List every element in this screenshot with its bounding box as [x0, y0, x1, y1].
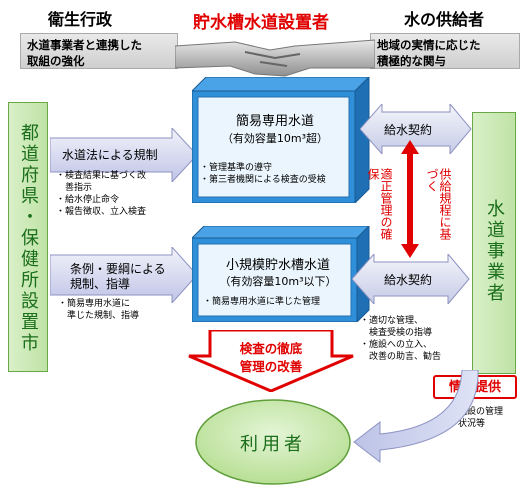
- lower-box-items: ・簡易専用水道に準じた管理: [203, 296, 320, 308]
- inspection-improvement-label: 検査の徹底 管理の改善: [222, 340, 320, 376]
- upper-box-capacity: （有効容量10m³超）: [221, 132, 329, 145]
- box-item: ・第三者機関による検査の受検: [200, 175, 326, 185]
- handshake-icon: [175, 39, 375, 77]
- note-line: ・施設への立入、: [360, 340, 433, 350]
- users-label: 利用者: [240, 434, 306, 455]
- box-item: ・管理基準の遵守: [200, 163, 273, 173]
- right-banner-line: 積極的な関与: [377, 54, 446, 68]
- supply-contract-lower-label: 給水契約: [384, 273, 433, 287]
- info-provision-notes: ・施設の管理 状況等: [449, 406, 503, 430]
- left-banner-line: 水道事業者と連携した: [27, 38, 142, 52]
- left-lower-label-line: 規制、指導: [70, 277, 131, 291]
- inspection-improvement-arrow: [188, 330, 354, 392]
- left-upper-arrow: [50, 128, 198, 182]
- note-line: ・検査結果に基づく改: [56, 171, 147, 181]
- water-utility-column-label: 水道事業者: [484, 198, 505, 304]
- left-header-banner: 水道事業者と連携した 取組の強化: [20, 33, 178, 69]
- note-line: ・適切な管理、: [360, 316, 424, 326]
- note-line: 改善の助言、勧告: [360, 352, 442, 362]
- left-upper-arrow-label: 水道法による規制: [62, 148, 158, 162]
- left-upper-notes: ・検査結果に基づく改 善指示 ・給水停止命令 ・報告徴収、立入検査: [56, 170, 146, 218]
- note-line: 検査受検の指導: [360, 328, 433, 338]
- prefecture-column: 都道府県・保健所設置市: [8, 102, 48, 372]
- note-line: ・報告徴収、立入検査: [56, 207, 147, 217]
- right-banner-line: 地域の実情に応じた: [377, 38, 481, 52]
- right-header-banner: 地域の実情に応じた 積極的な関与: [370, 33, 520, 69]
- utility-guidance-notes: ・適切な管理、 検査受検の指導 ・施設への立入、 改善の助言、勧告: [360, 315, 441, 363]
- note-line: 状況等: [449, 419, 486, 429]
- left-lower-arrow: [50, 247, 198, 303]
- upper-box-items: ・管理基準の遵守 ・第三者機関による検査の受検: [200, 162, 326, 186]
- bottom-arrow-line: 管理の改善: [239, 359, 303, 374]
- left-header-title: 衛生行政: [48, 10, 113, 29]
- left-banner-line: 取組の強化: [27, 54, 85, 68]
- water-utility-column: 水道事業者: [472, 112, 516, 374]
- users-ellipse: [195, 399, 351, 485]
- note-line: ・施設の管理: [449, 407, 504, 417]
- red-vertical-double-arrow: [401, 140, 419, 258]
- right-header-title: 水の供給者: [404, 10, 485, 29]
- info-flow-curved-arrow: [353, 370, 479, 464]
- supply-rules-label: 供給規程に基づく: [425, 168, 452, 240]
- note-line: ・簡易専用水道に: [58, 299, 131, 309]
- left-lower-arrow-label: 条例・要綱による 規制、指導: [70, 262, 166, 292]
- note-line: 善指示: [56, 183, 93, 193]
- note-line: ・給水停止命令: [56, 195, 120, 205]
- supply-contract-upper-label: 給水契約: [384, 123, 433, 137]
- small-water-tank-box: [192, 226, 370, 322]
- lower-box-capacity: （有効容量10m³以下）: [219, 275, 337, 288]
- supply-contract-lower-arrow: [352, 254, 470, 304]
- note-line: 準じた規制、指導: [58, 311, 140, 321]
- box-item: ・簡易専用水道に準じた管理: [203, 297, 321, 307]
- left-lower-label-line: 条例・要綱による: [70, 262, 166, 276]
- center-header-title: 貯水槽水道設置者: [193, 13, 329, 33]
- upper-box-title: 簡易専用水道: [235, 114, 314, 129]
- simple-water-supply-box: [192, 77, 370, 203]
- prefecture-column-label: 都道府県・保健所設置市: [18, 122, 39, 354]
- supply-contract-upper-arrow: [360, 104, 472, 154]
- left-lower-notes: ・簡易専用水道に 準じた規制、指導: [58, 298, 139, 322]
- bottom-arrow-line: 検査の徹底: [239, 341, 303, 356]
- lower-box-title: 小規模貯水槽水道: [225, 258, 330, 273]
- proper-management-label: 適正管理の確保: [366, 168, 393, 240]
